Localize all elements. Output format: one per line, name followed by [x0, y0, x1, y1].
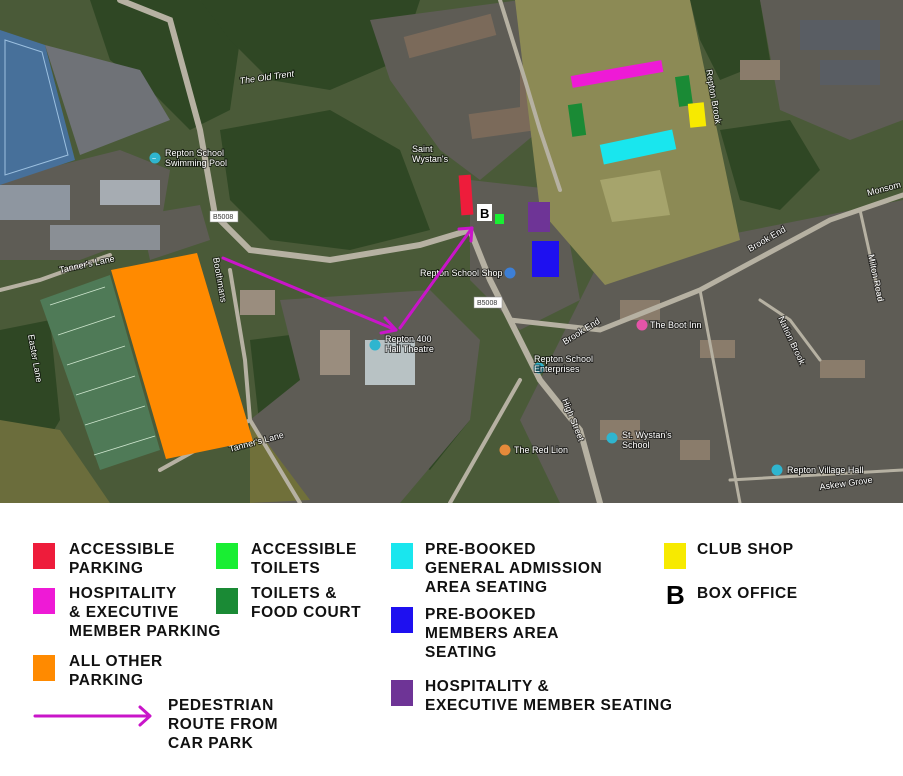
hockey-pitch: [0, 30, 75, 185]
map-legend: ACCESSIBLE PARKING HOSPITALITY & EXECUTI…: [0, 503, 903, 776]
svg-text:Repton Village Hall: Repton Village Hall: [787, 465, 863, 475]
field-south: [250, 420, 310, 503]
cricket-square: [600, 170, 670, 222]
legend-label-box-office: BOX OFFICE: [697, 585, 798, 602]
svg-text:B5008: B5008: [477, 300, 497, 307]
swatch-general-admission: [391, 543, 413, 569]
road-badge-b5008-west: B5008: [209, 210, 239, 223]
poi-red-lion[interactable]: The Red Lion: [499, 444, 569, 456]
legend-label-general-admission: PRE-BOOKED GENERAL ADMISSION AREA SEATIN…: [425, 541, 603, 596]
pool-icon: ~: [152, 156, 156, 163]
legend-label-members-area: PRE-BOOKED MEMBERS AREA SEATING: [425, 606, 560, 661]
legend-label-all-other-parking: ALL OTHER PARKING: [69, 653, 163, 689]
swatch-hospitality-seating: [391, 680, 413, 706]
swatch-accessible-parking: [33, 543, 55, 569]
legend-label-club-shop: CLUB SHOP: [697, 541, 794, 558]
road-badge-b5008-centre: B5008: [473, 296, 503, 309]
poi-school-shop[interactable]: Repton School Shop: [419, 267, 516, 279]
field-south-west: [0, 420, 110, 503]
aerial-map[interactable]: B5008 B5008 Tanner's Lane Tanner's Lane …: [0, 0, 903, 503]
tennis-courts: [40, 275, 160, 470]
swatch-members-area: [391, 607, 413, 633]
overlay-hospitality-parking[interactable]: [570, 60, 664, 88]
overlay-club-shop[interactable]: [687, 102, 707, 128]
legend-label-accessible-parking: ACCESSIBLE PARKING: [69, 541, 175, 577]
roads: [0, 0, 903, 503]
car-park-north: [45, 45, 170, 155]
poi-boot-inn[interactable]: The Boot Inn: [636, 319, 703, 331]
overlay-accessible-parking[interactable]: [458, 174, 474, 216]
box-office-marker[interactable]: B: [477, 204, 492, 221]
svg-text:B5008: B5008: [213, 214, 233, 221]
legend-arrow-pedestrian-route: [33, 705, 152, 727]
swatch-club-shop: [664, 543, 686, 569]
overlay-accessible-toilets[interactable]: [495, 214, 504, 224]
overlay-all-other-parking[interactable]: [111, 253, 253, 459]
swatch-all-other-parking: [33, 655, 55, 681]
legend-label-hospitality-seating: HOSPITALITY & EXECUTIVE MEMBER SEATING: [425, 678, 673, 714]
overlay-food-court-west[interactable]: [567, 103, 587, 137]
overlay-members-seating[interactable]: [532, 241, 559, 277]
pedestrian-route: [221, 226, 474, 335]
building-roofs: [0, 13, 880, 460]
swatch-hospitality-parking: [33, 588, 55, 614]
overlay-food-court-east[interactable]: [674, 75, 694, 107]
legend-label-toilets-food-court: TOILETS & FOOD COURT: [251, 585, 362, 621]
legend-label-hospitality-parking: HOSPITALITY & EXECUTIVE MEMBER PARKING: [69, 585, 221, 640]
overlay-hospitality-seating[interactable]: [528, 202, 550, 232]
svg-text:Repton School Shop: Repton School Shop: [420, 268, 503, 278]
swatch-accessible-toilets: [216, 543, 238, 569]
legend-label-pedestrian-route: PEDESTRIAN ROUTE FROM CAR PARK: [168, 697, 279, 752]
svg-text:B: B: [480, 206, 489, 221]
legend-label-accessible-toilets: ACCESSIBLE TOILETS: [251, 541, 357, 577]
poi-village-hall[interactable]: Repton Village Hall: [771, 464, 864, 476]
swatch-toilets-food-court: [216, 588, 238, 614]
svg-text:The Boot Inn: The Boot Inn: [650, 320, 702, 330]
svg-text:The Red Lion: The Red Lion: [514, 445, 568, 455]
box-office-symbol: B: [666, 580, 685, 610]
overlay-general-admission[interactable]: [599, 129, 677, 165]
